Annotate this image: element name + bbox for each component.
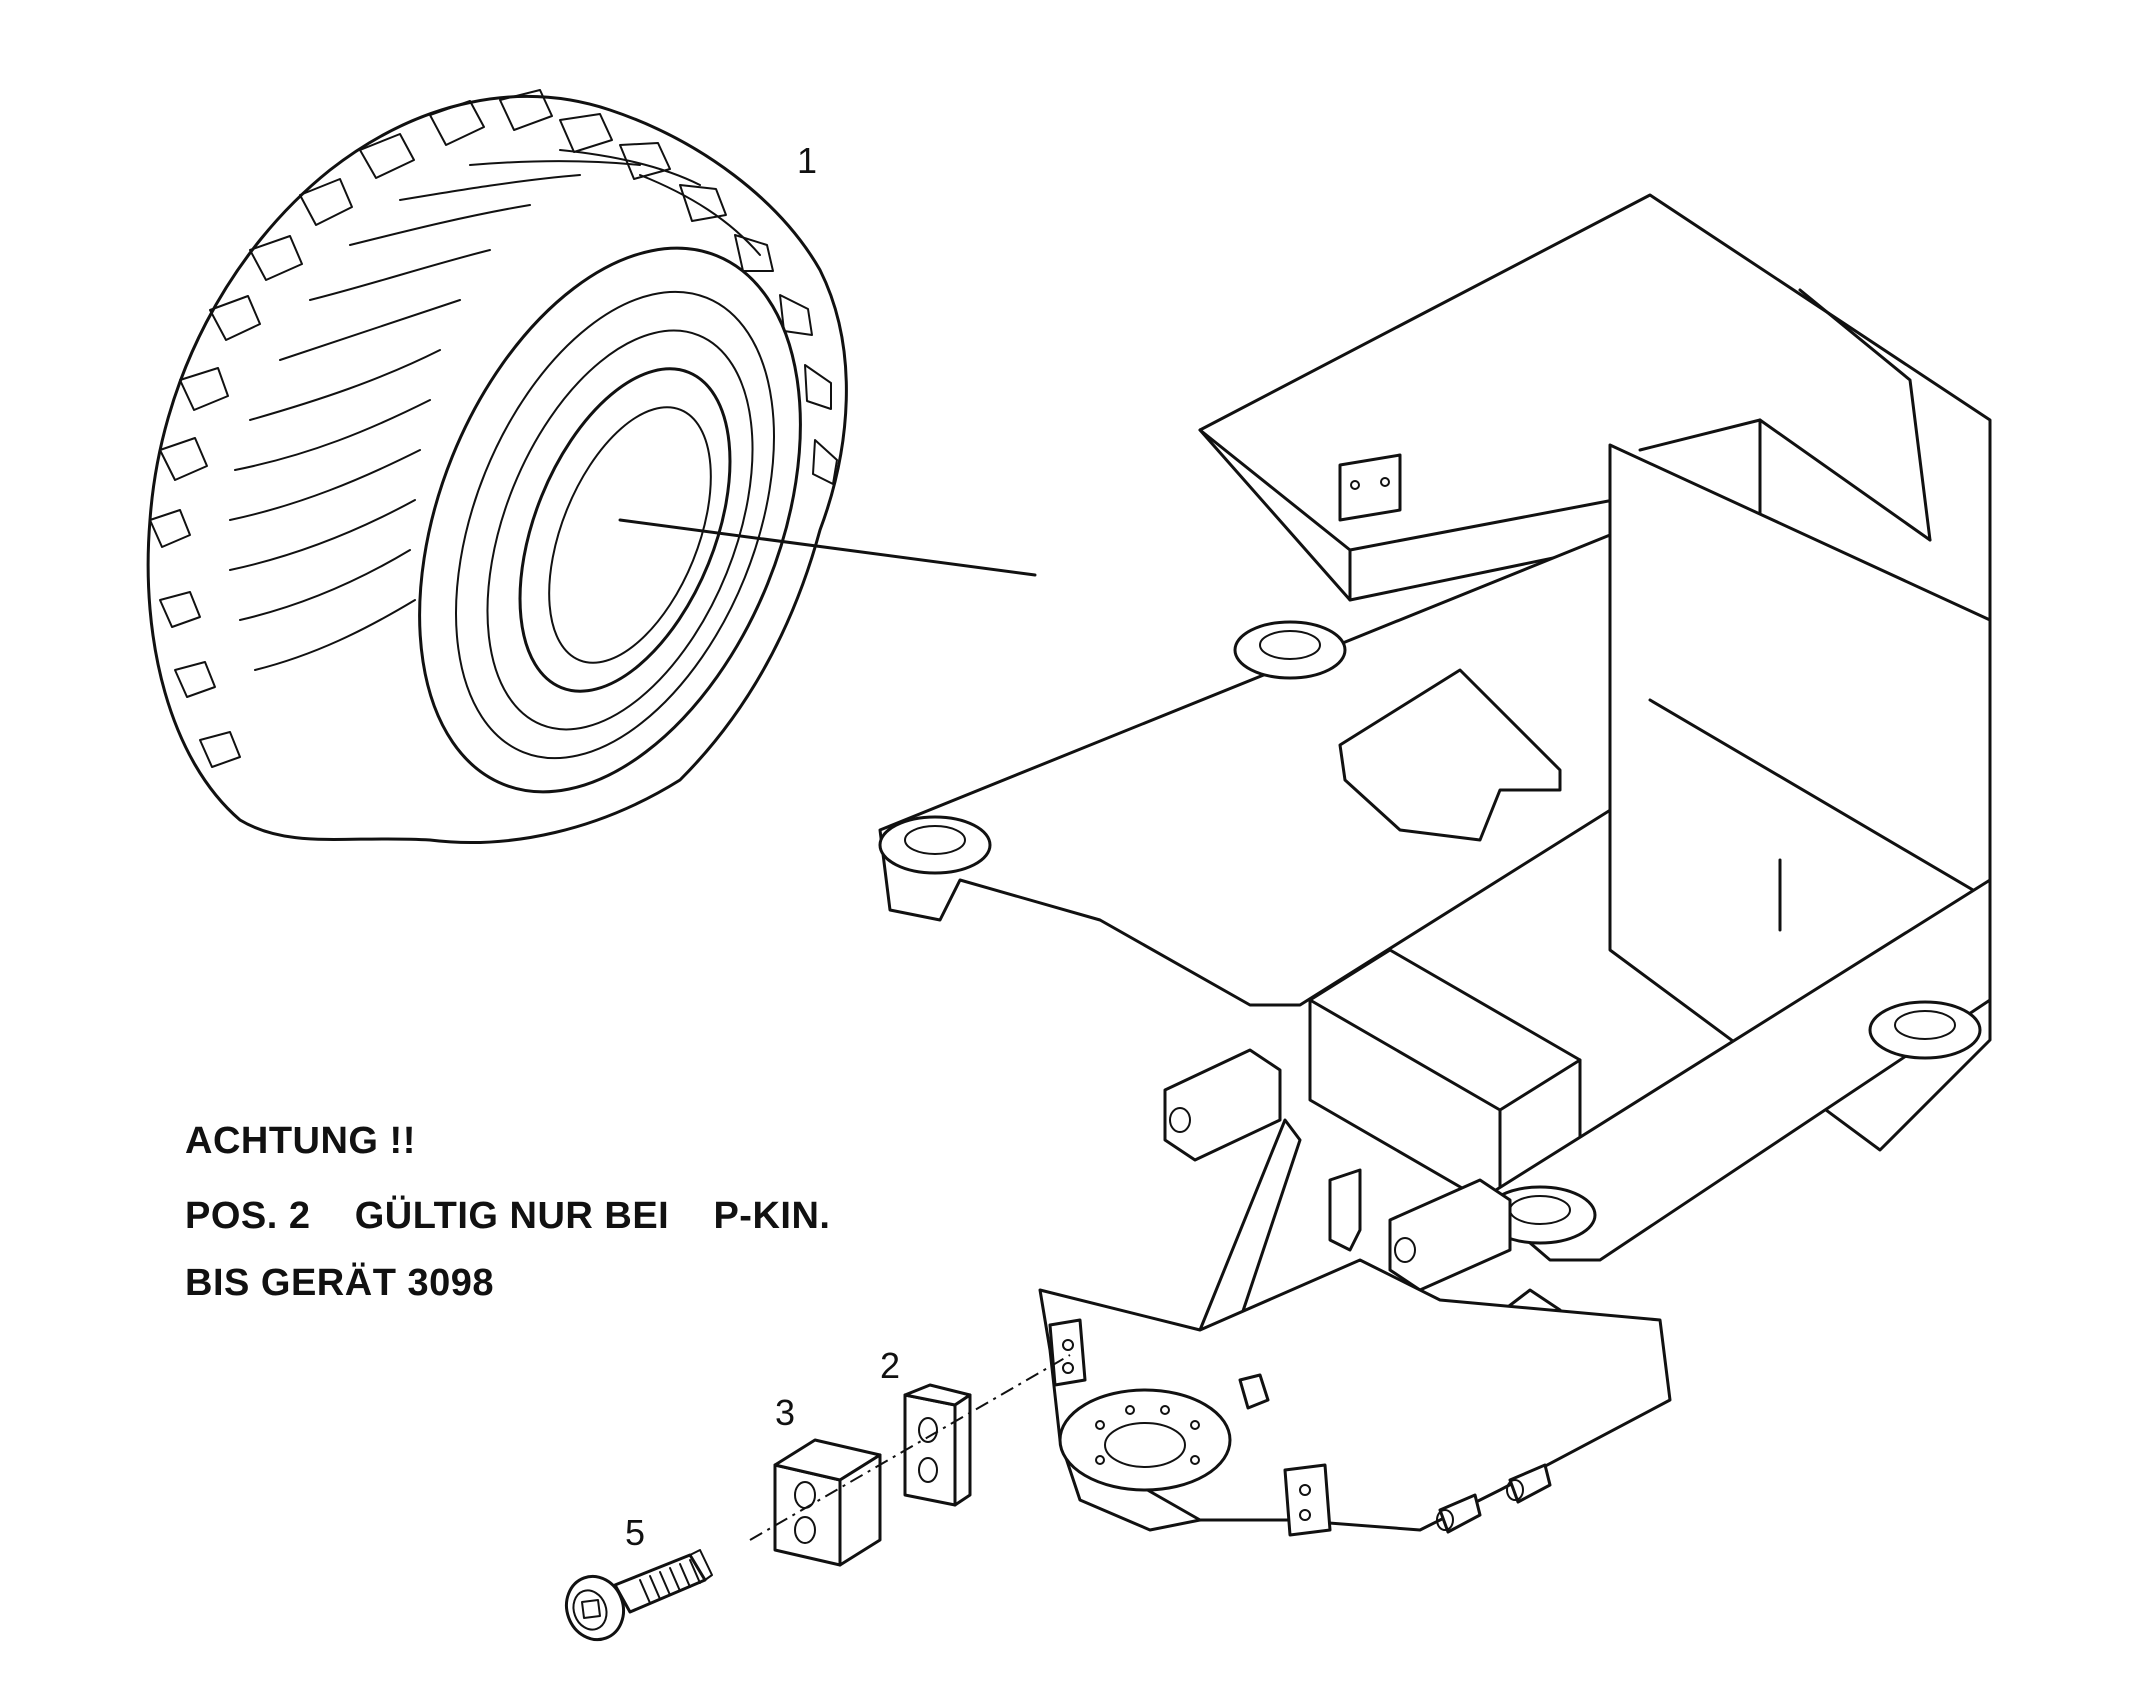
tread-blocks: [149, 89, 838, 768]
callout-2: 2: [880, 1345, 900, 1386]
plate-item-2: [903, 1383, 972, 1507]
assembly-axis: [749, 1354, 1071, 1541]
bolt-thread: [639, 1559, 701, 1604]
warning-heading: ACHTUNG !!: [185, 1120, 416, 1162]
warning-line-2: BIS GERÄT 3098: [185, 1262, 494, 1304]
frame-cutout: [1338, 668, 1562, 842]
bolt-item-5: [565, 1549, 713, 1642]
tread-grooves: [229, 149, 761, 671]
lower-pins: [1436, 1463, 1552, 1534]
base-flange: [1058, 1388, 1232, 1492]
center-pivot-boss: [1233, 620, 1347, 680]
mount-tab: [1048, 1318, 1087, 1387]
tire: [146, 89, 1037, 844]
chassis-frame: [878, 193, 1992, 1537]
callout-1: 1: [797, 140, 817, 181]
callout-5: 5: [625, 1512, 645, 1553]
top-bracket: [1338, 453, 1402, 522]
warning-line-1: POS. 2 GÜLTIG NUR BEI P-KIN.: [185, 1195, 831, 1237]
right-pivot-boss: [1868, 1000, 1982, 1060]
callout-3: 3: [775, 1392, 795, 1433]
block-item-3: [773, 1438, 882, 1567]
tire-leader-line: [618, 518, 1037, 577]
left-pivot-boss: [878, 815, 992, 875]
